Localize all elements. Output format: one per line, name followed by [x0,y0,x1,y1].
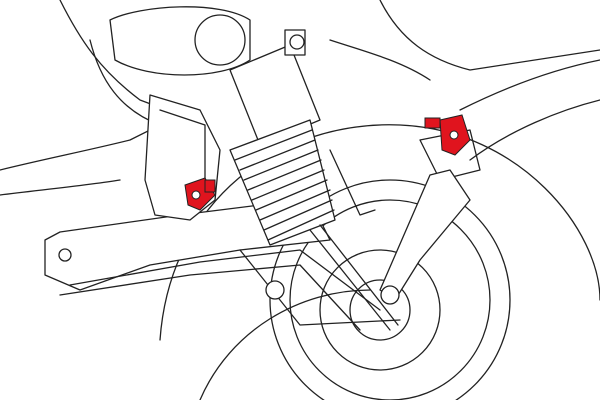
air-spring-shock [109,6,399,331]
wheel-assembly [159,124,600,400]
control-arm [44,169,471,331]
right-mount-bolt [424,114,471,156]
body-panels [0,0,600,196]
left-mount-bolt [184,177,216,211]
